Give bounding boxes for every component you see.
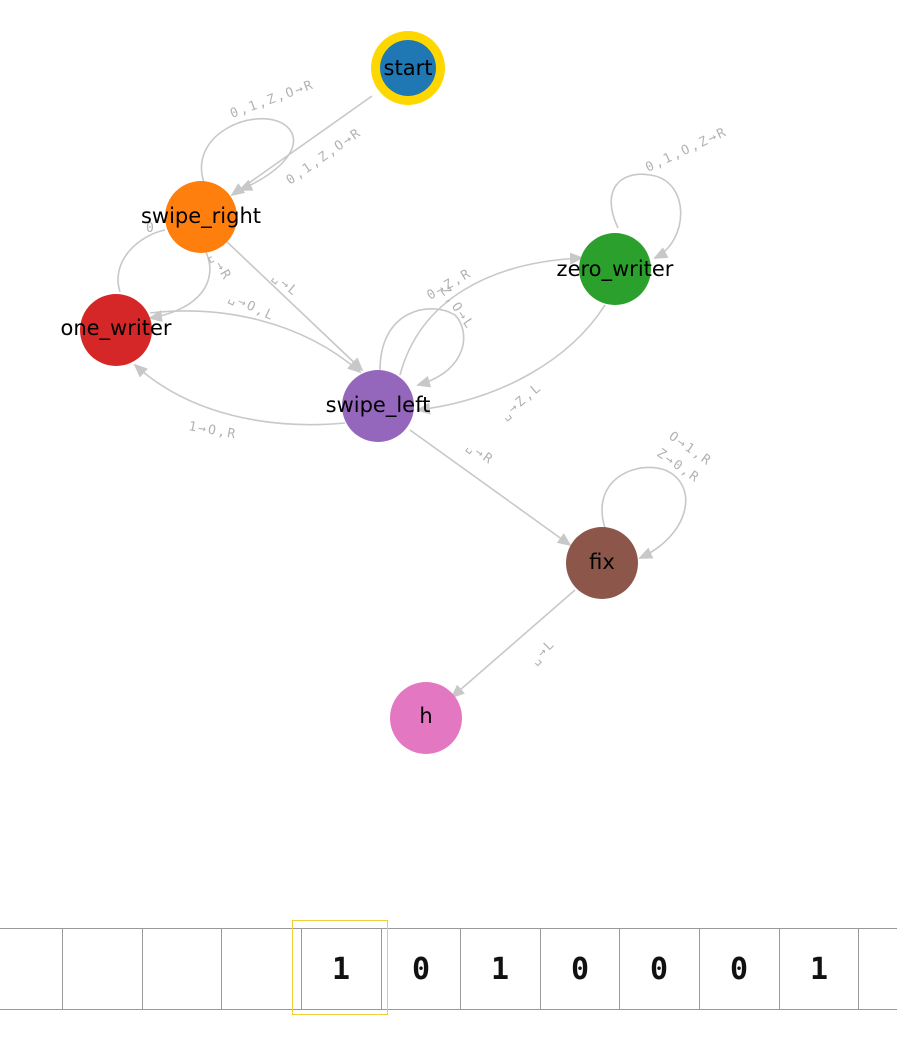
edge-swipe_right-to-one_writer xyxy=(148,249,211,323)
tape-cell xyxy=(62,929,141,1009)
node-label: h xyxy=(419,704,432,728)
edge-swipe_left-to-fix xyxy=(409,429,572,547)
node-label: fix xyxy=(589,550,615,574)
edge-swipe_right-loop xyxy=(200,117,295,191)
edges xyxy=(117,95,687,699)
edge-labels: 0,1,Z,O→R 0,1,Z,O→R ␣→L ␣→R 0 ␣→O,L 1→O,… xyxy=(146,77,730,667)
node-swipe_right[interactable]: swipe_right xyxy=(141,181,261,253)
edge-label: 0,1,O,Z→R xyxy=(643,125,730,176)
node-start[interactable]: start xyxy=(371,31,445,105)
edge-one_writer-to-swipe_right xyxy=(117,229,166,293)
edge-one_writer-to-swipe_left xyxy=(149,310,362,374)
start-circle xyxy=(380,40,436,96)
edge-zero_writer-to-swipe_left xyxy=(416,304,606,415)
edge-label: ␣→L xyxy=(527,636,558,667)
tape-cell: 0 xyxy=(540,929,619,1009)
tape: 1 0 1 0 0 0 1 xyxy=(0,928,897,1010)
tape-cell xyxy=(0,929,62,1009)
edge-label: 1→O,R xyxy=(187,419,238,442)
tape-cell xyxy=(221,929,300,1009)
tape-cell: 0 xyxy=(699,929,778,1009)
node-swipe_left[interactable]: swipe_left xyxy=(326,370,431,442)
one_writer-circle xyxy=(80,294,152,366)
node-zero_writer[interactable]: zero_writer xyxy=(557,233,674,305)
zero_writer-circle xyxy=(579,233,651,305)
edge-fix-to-h xyxy=(450,589,576,699)
tape-cell xyxy=(858,929,897,1009)
tape-cell: 1 xyxy=(460,929,539,1009)
swipe_left-circle xyxy=(342,370,414,442)
edge-label: ␣→L xyxy=(269,270,301,300)
edge-label: 0,1,Z,O→R xyxy=(284,125,365,188)
tape-cell: 1 xyxy=(779,929,858,1009)
node-label: swipe_right xyxy=(141,204,261,229)
swipe_right-circle xyxy=(165,181,237,253)
tape-cell-head: 1 xyxy=(301,929,380,1009)
edge-label: 0 xyxy=(146,221,156,236)
edge-swipe_left-to-zero_writer xyxy=(399,252,584,376)
tape-cell xyxy=(142,929,221,1009)
edge-label: 0,1,Z,O→R xyxy=(228,77,316,121)
edge-start-to-swipe_right xyxy=(230,95,373,197)
tape-cell: 0 xyxy=(381,929,460,1009)
edge-swipe_left-to-one_writer xyxy=(133,363,346,426)
tape-cell: 0 xyxy=(619,929,698,1009)
node-label: start xyxy=(384,56,433,80)
edge-zero_writer-loop xyxy=(610,173,682,259)
edge-label: ␣→O,L xyxy=(226,290,277,324)
node-label: zero_writer xyxy=(557,257,674,282)
node-fix[interactable]: fix xyxy=(566,527,638,599)
edge-label: ␣→R xyxy=(464,439,497,468)
state-diagram: 0,1,Z,O→R 0,1,Z,O→R ␣→L ␣→R 0 ␣→O,L 1→O,… xyxy=(60,31,730,754)
edge-swipe_left-loop xyxy=(379,308,465,388)
node-one_writer[interactable]: one_writer xyxy=(60,294,172,366)
node-label: one_writer xyxy=(60,316,171,341)
node-h[interactable]: h xyxy=(390,682,462,754)
fix-circle xyxy=(566,527,638,599)
h-circle xyxy=(390,682,462,754)
edge-swipe_right-to-swipe_left xyxy=(224,239,364,372)
node-label: swipe_left xyxy=(326,393,431,418)
edge-label: Z,O→L xyxy=(437,284,477,333)
edge-fix-loop xyxy=(601,466,687,559)
